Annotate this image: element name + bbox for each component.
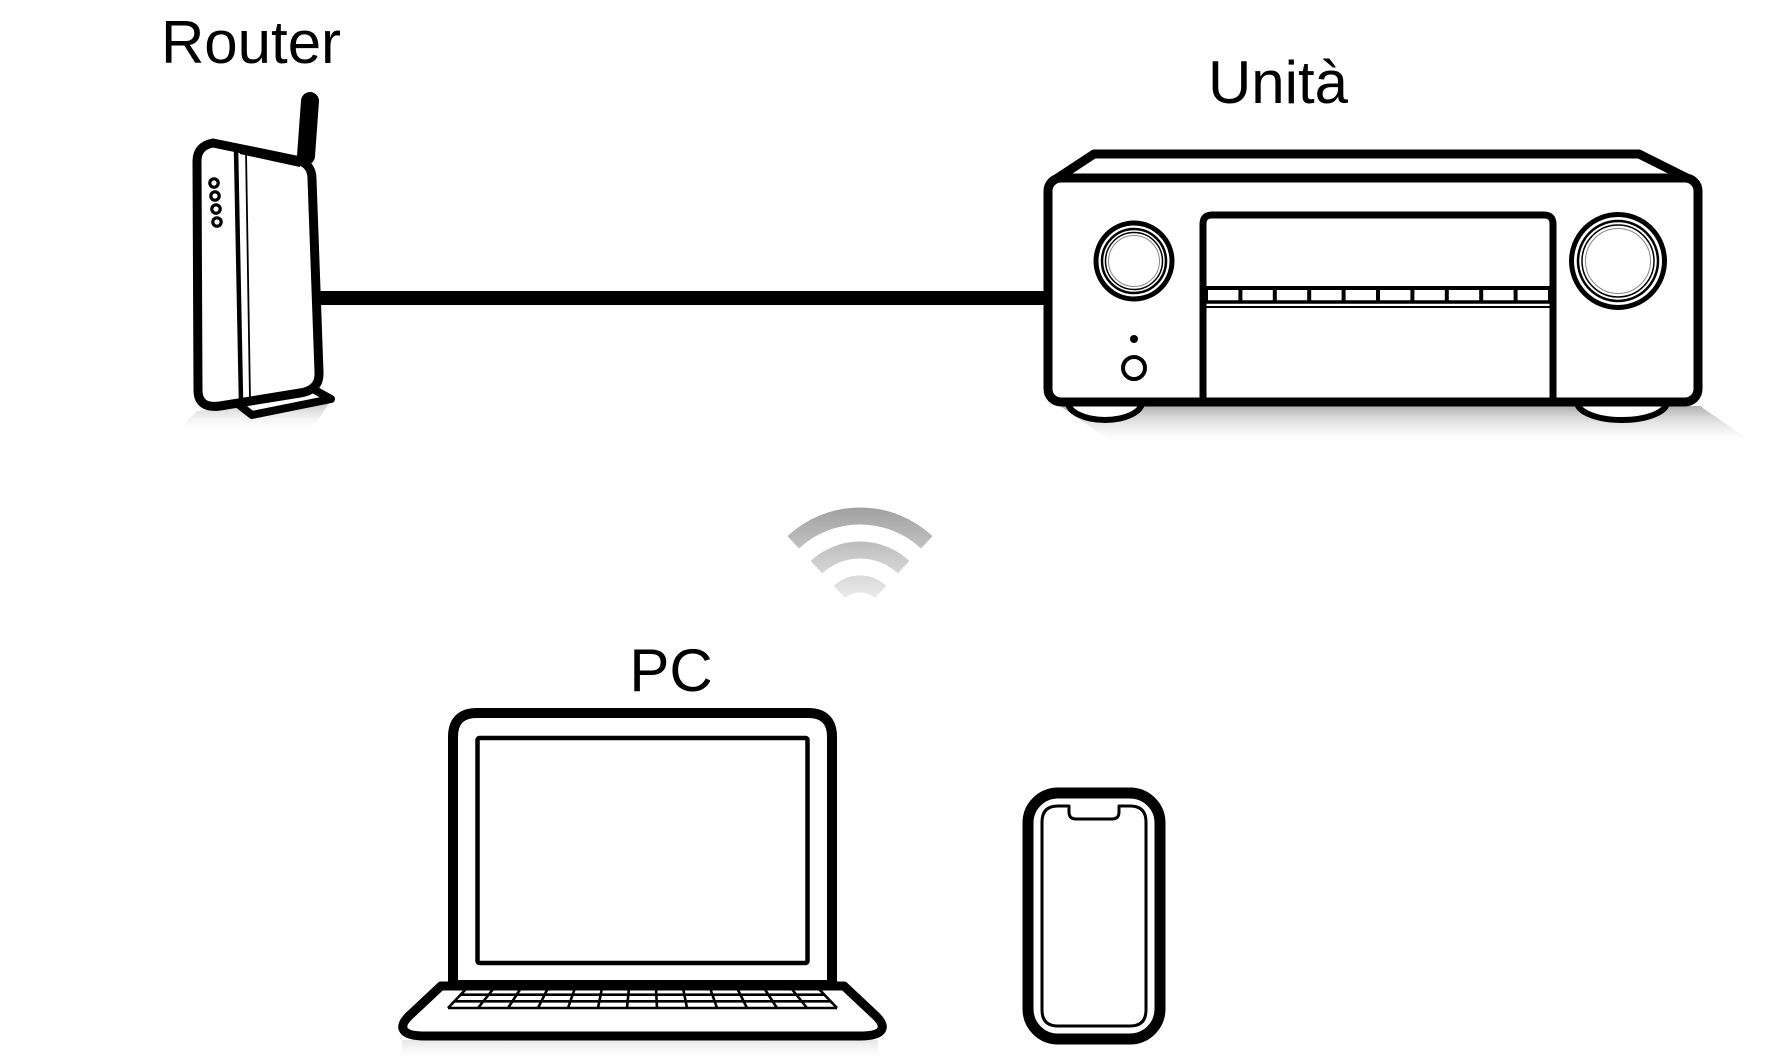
- unit-label: Unità: [1207, 49, 1349, 116]
- receiver-shadow: [1060, 406, 1758, 446]
- receiver-led-dot: [1130, 335, 1138, 343]
- pc-label: PC: [629, 637, 713, 704]
- laptop-base: [398, 981, 887, 1041]
- router-body: [192, 138, 324, 411]
- wireless-router-icon: [175, 92, 335, 433]
- receiver-vent-band: [1204, 286, 1552, 308]
- wifi-arc-middle: [810, 541, 910, 574]
- router-led-lights: [208, 177, 223, 228]
- receiver-power-button: [1121, 355, 1147, 381]
- lan-cable-line: [320, 291, 1056, 305]
- smartphone-icon: [1022, 787, 1166, 1045]
- wifi-arc-outer: [787, 507, 933, 549]
- smartphone-screen-notch: [1040, 804, 1148, 1028]
- laptop-screen: [475, 735, 810, 966]
- router-label: Router: [160, 9, 342, 76]
- receiver-volume-knob: [1569, 212, 1667, 310]
- router-panel-line: [245, 150, 251, 400]
- wifi-arc-inner: [833, 575, 887, 599]
- router-antenna: [297, 92, 319, 165]
- av-receiver-icon: [1043, 149, 1758, 446]
- receiver-input-knob: [1093, 220, 1175, 302]
- receiver-display-panel: [1199, 211, 1557, 400]
- smartphone-body: [1022, 787, 1166, 1045]
- laptop-icon: [398, 708, 887, 1062]
- router-top-edge: [239, 152, 301, 167]
- wifi-icon: [787, 507, 933, 599]
- laptop-shadow: [402, 1040, 878, 1062]
- laptop-keyboard: [447, 986, 838, 1010]
- router-front-edge: [233, 147, 244, 402]
